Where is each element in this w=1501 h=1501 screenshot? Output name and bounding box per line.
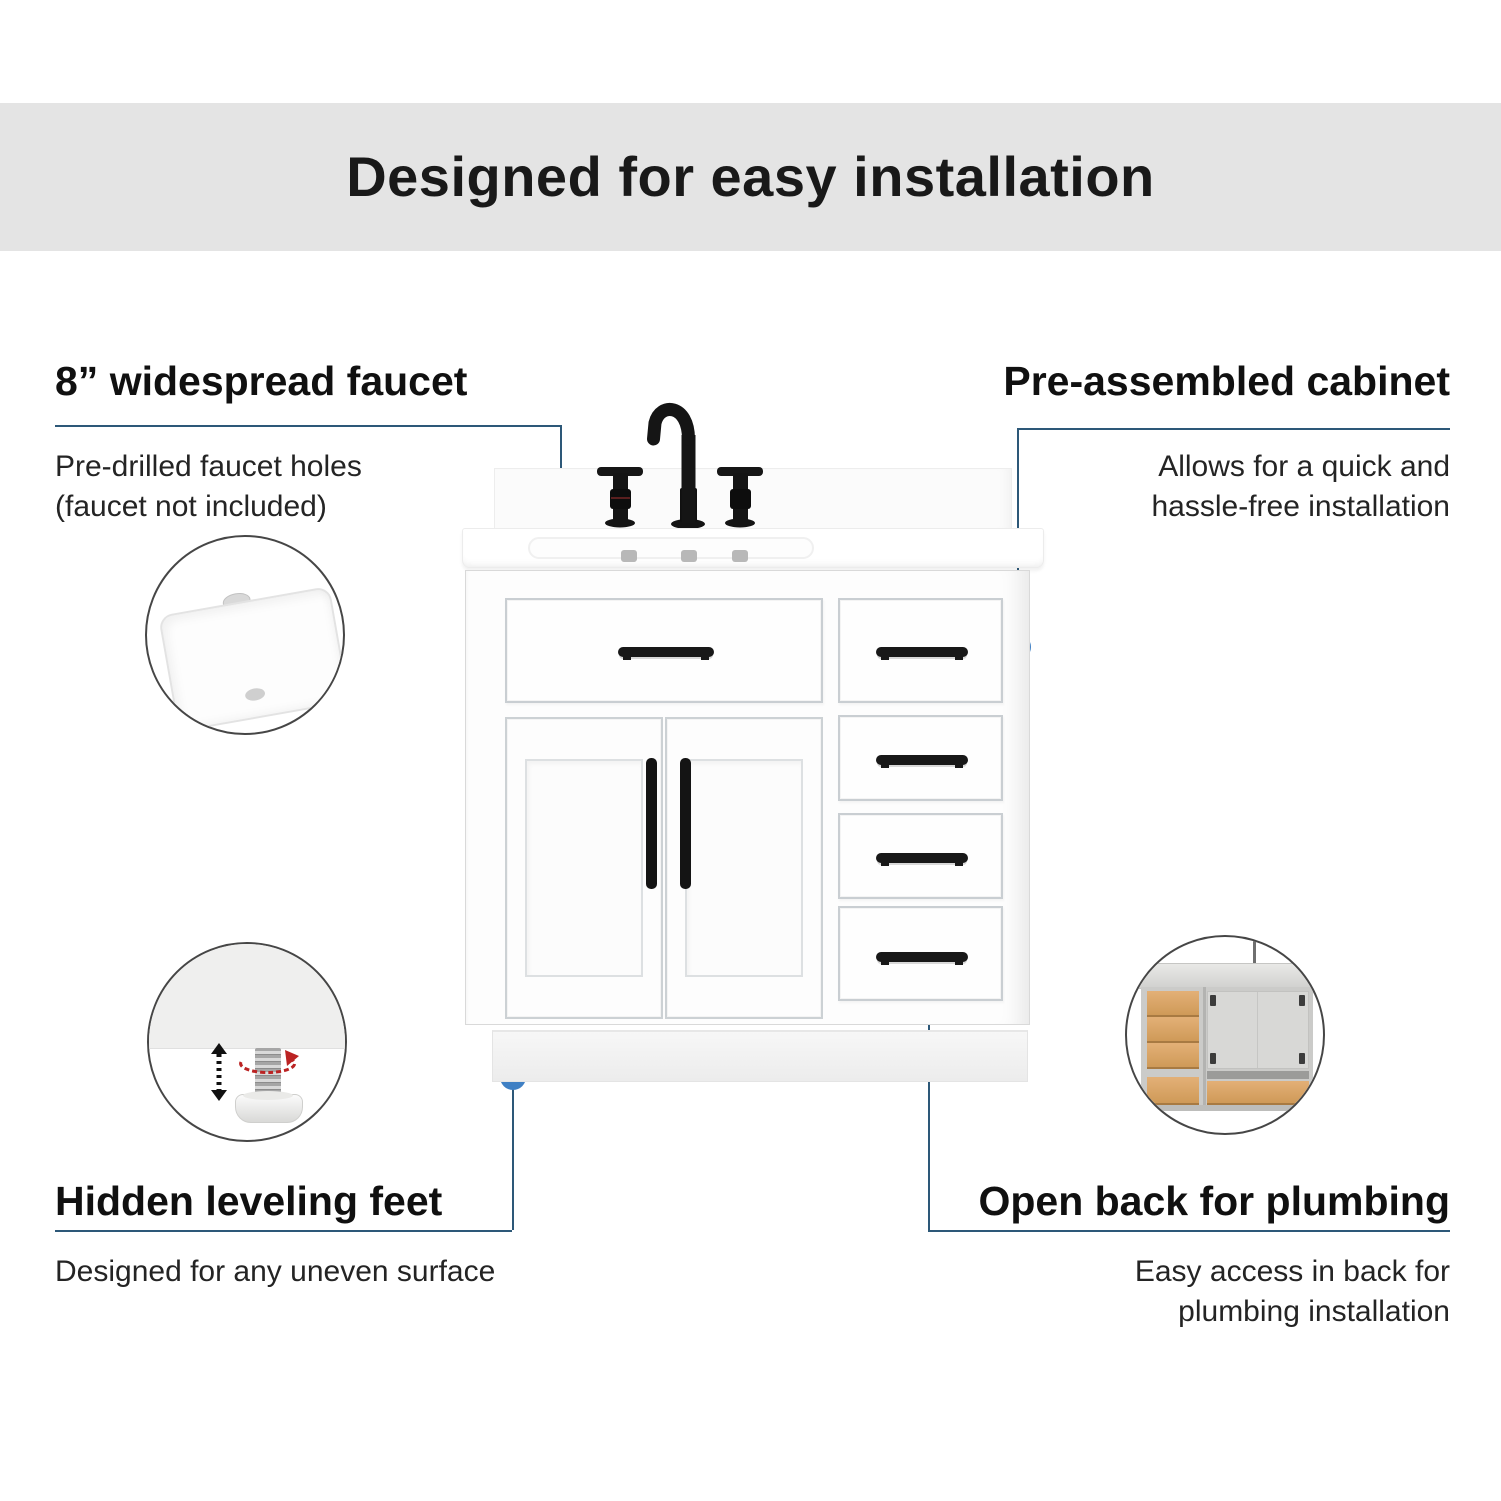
inset-sink-closeup (145, 535, 345, 735)
connector-line-feet-vertical (512, 1078, 514, 1230)
door-handle-right (680, 758, 691, 889)
door-handle-left (646, 758, 657, 889)
faucet-hole-center (681, 550, 697, 562)
back-bottom-drawer-box (1207, 1081, 1309, 1105)
door-panel (525, 759, 643, 977)
vanity-cabinet (465, 570, 1030, 1025)
plumbing-line (1253, 937, 1256, 967)
connector-line-cabinet-horizontal (1017, 428, 1450, 430)
vanity-backsplash (494, 468, 1012, 529)
vanity-sink-cutout (528, 537, 814, 559)
callout-plumbing-body: Easy access in back for plumbing install… (1134, 1255, 1450, 1328)
back-drawer-box (1147, 1077, 1199, 1105)
vanity-door-right (665, 717, 823, 1019)
callout-plumbing-heading: Open back for plumbing (978, 1178, 1450, 1224)
cabinet-underside (149, 944, 345, 1049)
vanity-drawer-right-4 (838, 906, 1003, 1001)
back-bottom-rail (1207, 1071, 1309, 1079)
back-base-shadow (1141, 1105, 1313, 1111)
drawer-handle (618, 647, 714, 660)
callout-feet-body: Designed for any uneven surface (55, 1255, 496, 1288)
inset-leveling-foot (147, 942, 347, 1142)
drawer-handle (876, 647, 968, 660)
vanity-door-left (505, 717, 663, 1019)
callout-faucet-heading: 8” widespread faucet (55, 358, 468, 404)
adjust-arrows-icon (211, 1043, 299, 1101)
connector-line-faucet-horizontal (55, 425, 562, 427)
callout-cabinet-heading: Pre-assembled cabinet (1003, 358, 1450, 404)
page-title: Designed for easy installation (346, 145, 1155, 208)
connector-line-plumbing-horizontal (928, 1230, 1450, 1232)
faucet-hole-left (621, 550, 637, 562)
back-drawer-box (1147, 991, 1199, 1017)
leveling-foot-rim (243, 1091, 293, 1100)
vanity-toe-kick (492, 1030, 1028, 1082)
hinge-icon (1210, 1053, 1216, 1064)
title-band: Designed for easy installation (0, 103, 1501, 251)
callout-cabinet-body: Allows for a quick and hassle-free insta… (1151, 450, 1451, 523)
connector-line-plumbing-vertical (928, 940, 930, 1230)
vanity-drawer-right-3 (838, 813, 1003, 899)
connector-line-feet-horizontal (55, 1230, 512, 1232)
back-drawer-box (1147, 1043, 1199, 1069)
hinge-icon (1210, 995, 1216, 1006)
vanity-drawer-right-2 (838, 715, 1003, 801)
back-drawer-box (1147, 1017, 1199, 1043)
back-panel-seam (1257, 992, 1258, 1068)
sink-closeup-art (147, 537, 343, 733)
drawer-handle (876, 755, 968, 768)
callout-faucet-body: Pre-drilled faucet holes (faucet not inc… (55, 450, 362, 523)
widespread-faucet-icon (597, 403, 763, 529)
drawer-handle (876, 952, 968, 965)
vanity-doors (505, 717, 823, 1019)
open-back-panel (1207, 991, 1309, 1069)
drawer-handle (876, 853, 968, 866)
faucet-hole-right (732, 550, 748, 562)
vanity-drawer-right-1 (838, 598, 1003, 703)
vanity-drawer-top-left (505, 598, 823, 703)
hinge-icon (1299, 995, 1305, 1006)
callout-feet-heading: Hidden leveling feet (55, 1178, 443, 1224)
back-countertop (1137, 963, 1319, 989)
back-divider (1203, 987, 1206, 1105)
hinge-icon (1299, 1053, 1305, 1064)
sink-basin (158, 585, 343, 733)
inset-open-back (1125, 935, 1325, 1135)
door-panel (685, 759, 803, 977)
